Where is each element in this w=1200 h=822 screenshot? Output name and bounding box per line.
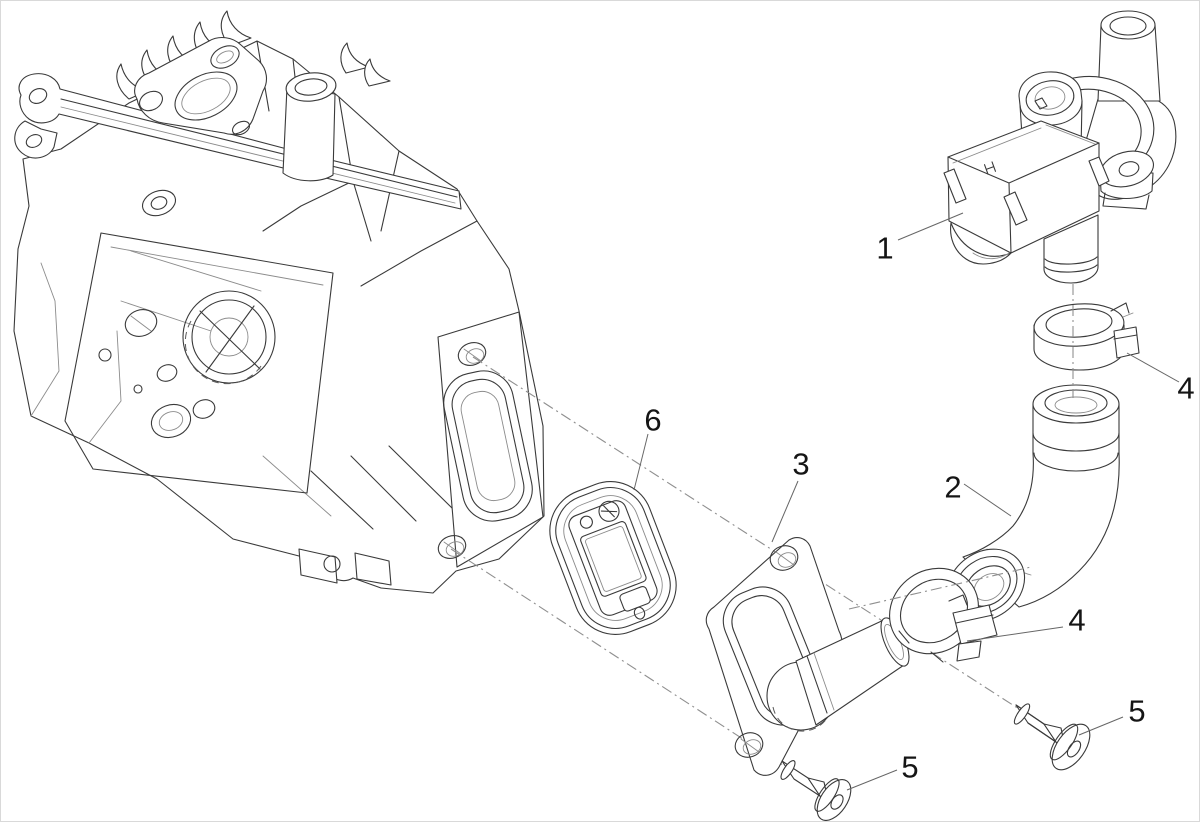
air-solenoid-valve — [943, 10, 1177, 284]
callout-label-1: 1 — [876, 230, 894, 266]
callout-label-5-bottom: 5 — [901, 749, 919, 785]
callout-label-3: 3 — [792, 446, 810, 482]
hose-clamp-bottom — [889, 567, 998, 663]
callout-leader-lines — [633, 212, 1180, 791]
flange-pipe-fitting — [705, 537, 910, 776]
hose-clamp-top — [1033, 302, 1140, 371]
engine-block-drawing — [13, 10, 545, 594]
callout-label-6: 6 — [644, 402, 662, 438]
callout-label-4-top: 4 — [1177, 370, 1195, 406]
assembly-centerlines-over — [848, 284, 1074, 610]
callout-label-5-right: 5 — [1128, 693, 1146, 729]
socket-bolt-right — [1013, 703, 1091, 771]
callout-label-4-bottom: 4 — [1068, 602, 1086, 638]
socket-bolt-bottom — [780, 760, 852, 821]
callout-label-2: 2 — [944, 469, 962, 505]
reed-valve-plate — [549, 481, 677, 635]
